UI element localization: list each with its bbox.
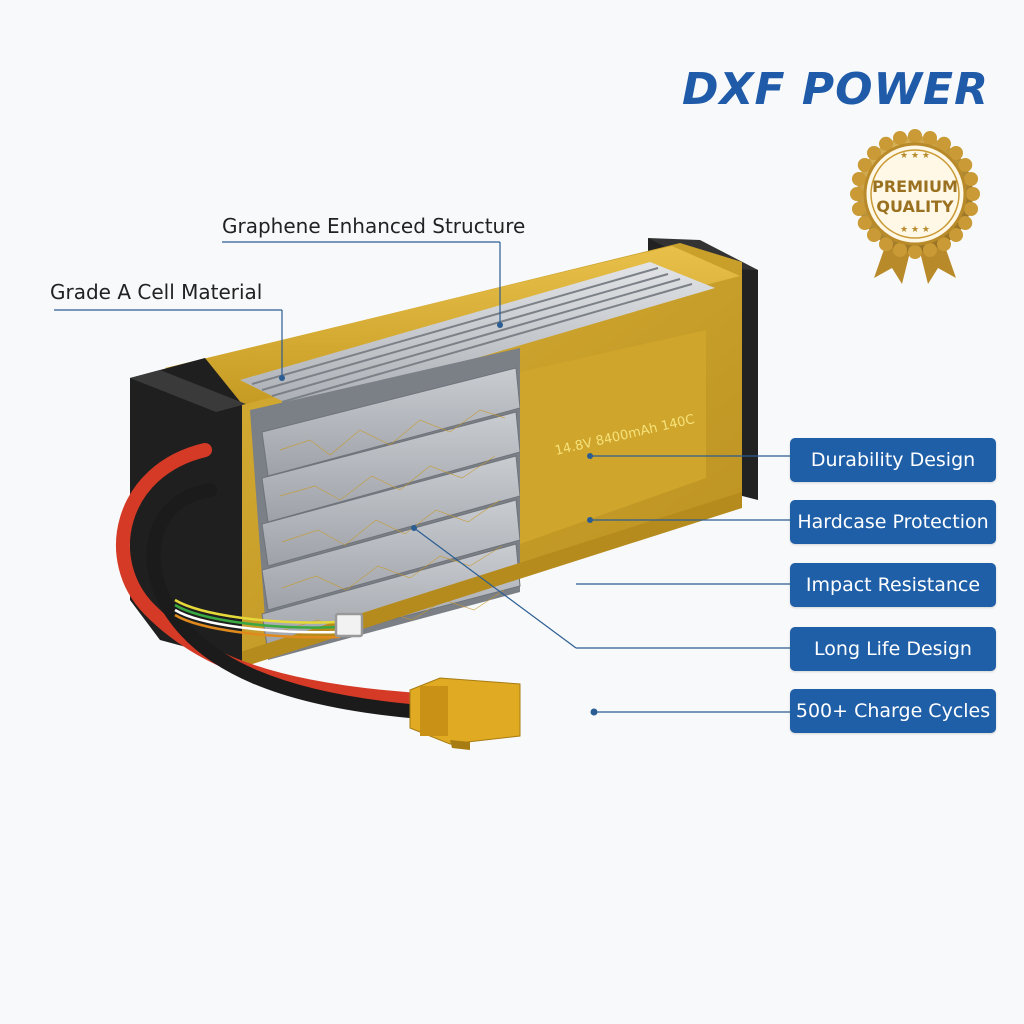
callout-cell-material: Grade A Cell Material [50, 280, 263, 304]
svg-text:★ ★ ★: ★ ★ ★ [900, 225, 930, 235]
premium-quality-seal: ★ ★ ★ PREMIUM QUALITY ★ ★ ★ [850, 129, 980, 284]
feature-impact-resistance: Impact Resistance [790, 563, 996, 607]
callout-graphene-structure: Graphene Enhanced Structure [222, 214, 526, 238]
power-leads [116, 443, 427, 719]
xt-connector [409, 677, 521, 750]
seal-line1: PREMIUM [872, 177, 958, 196]
battery-cells [261, 367, 521, 653]
feature-long-life-design: Long Life Design [790, 627, 996, 671]
feature-durability-design: Durability Design [790, 438, 996, 482]
balance-lead [174, 598, 364, 639]
balance-connector [334, 612, 364, 638]
seal-line2: QUALITY [876, 197, 954, 216]
feature-hardcase-protection: Hardcase Protection [790, 500, 996, 544]
brand-logo: DXF POWER [682, 64, 989, 115]
callout-lines [54, 241, 790, 713]
feature-charge-cycles: 500+ Charge Cycles [790, 689, 996, 733]
svg-text:★ ★ ★: ★ ★ ★ [900, 151, 930, 161]
graphene-plates [240, 262, 715, 410]
